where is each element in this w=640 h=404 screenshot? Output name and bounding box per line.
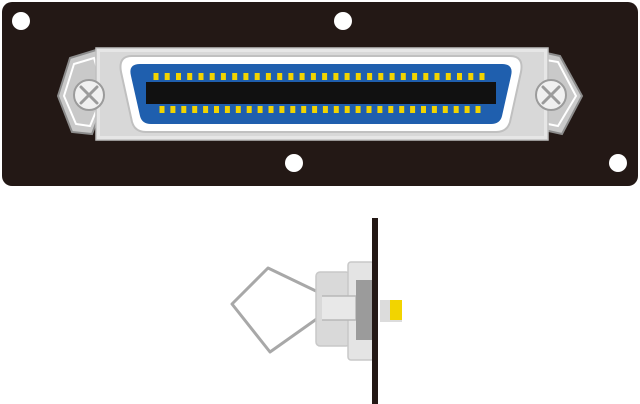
- pin-bottom: [279, 106, 285, 113]
- pin-bottom: [290, 106, 296, 113]
- pin-top: [457, 73, 462, 80]
- side-body-shell: [356, 280, 374, 340]
- pin-top: [412, 73, 418, 80]
- left-screw-icon: [73, 79, 105, 111]
- pin-top: [344, 73, 350, 80]
- side-latch: [230, 266, 319, 354]
- side-view: [230, 218, 402, 404]
- pin-bottom: [475, 106, 481, 113]
- pin-row-top: [153, 73, 485, 80]
- pin-bottom: [301, 106, 307, 113]
- right-screw-icon: [535, 79, 567, 111]
- pin-bottom: [181, 106, 187, 113]
- pin-top: [265, 73, 271, 80]
- pin-top: [400, 73, 406, 80]
- pin-top: [288, 73, 294, 80]
- pin-top: [310, 73, 316, 80]
- pin-bottom: [257, 106, 263, 113]
- pin-top: [198, 73, 204, 80]
- pin-bottom: [344, 106, 350, 113]
- pin-bottom: [399, 106, 405, 113]
- panel-hole-bottom-center: [285, 154, 303, 172]
- panel-hole-top-center: [334, 12, 352, 30]
- pin-bottom: [268, 106, 274, 113]
- pin-top: [209, 73, 215, 80]
- pin-top: [220, 73, 226, 80]
- pin-bottom: [421, 106, 426, 113]
- pin-top: [277, 73, 283, 80]
- pin-top: [355, 73, 361, 80]
- pin-top: [367, 73, 373, 80]
- pin-bottom: [203, 106, 209, 113]
- pin-top: [445, 73, 451, 80]
- pin-top: [164, 73, 170, 80]
- pin-bottom: [464, 106, 470, 113]
- pin-bottom: [192, 106, 198, 113]
- pin-bottom: [246, 106, 252, 113]
- pin-bottom: [355, 106, 361, 113]
- pin-bottom: [322, 106, 328, 113]
- pin-top: [479, 73, 485, 80]
- pin-top: [333, 73, 339, 80]
- pin-top: [187, 73, 193, 80]
- panel-hole-top-left: [12, 12, 30, 30]
- pin-bottom: [388, 106, 394, 113]
- pin-top: [468, 73, 474, 80]
- pin-bottom: [333, 106, 339, 113]
- pin-top: [153, 73, 159, 80]
- pin-top: [434, 73, 440, 80]
- pin-row-bottom: [159, 106, 481, 113]
- pin-top: [176, 73, 181, 80]
- pin-bottom: [442, 106, 448, 113]
- panel-hole-bottom-right: [609, 154, 627, 172]
- pin-top: [299, 73, 305, 80]
- pin-bottom: [159, 106, 165, 113]
- pin-top: [389, 73, 395, 80]
- pin-top: [232, 73, 238, 80]
- front-view: [2, 2, 638, 186]
- pin-top: [378, 73, 384, 80]
- pin-top: [243, 73, 249, 80]
- pin-bottom: [431, 106, 437, 113]
- side-pin-tip: [390, 300, 402, 320]
- pin-bottom: [312, 106, 318, 113]
- center-slot: [146, 82, 496, 104]
- pin-top: [322, 73, 328, 80]
- pin-bottom: [453, 106, 459, 113]
- pin-bottom: [366, 106, 372, 113]
- side-panel-edge: [372, 218, 378, 404]
- pin-bottom: [170, 106, 176, 113]
- pin-bottom: [410, 106, 416, 113]
- pin-top: [254, 73, 260, 80]
- pin-bottom: [224, 106, 230, 113]
- pin-bottom: [377, 106, 383, 113]
- pin-bottom: [235, 106, 241, 113]
- pin-top: [423, 73, 429, 80]
- pin-bottom: [214, 106, 219, 113]
